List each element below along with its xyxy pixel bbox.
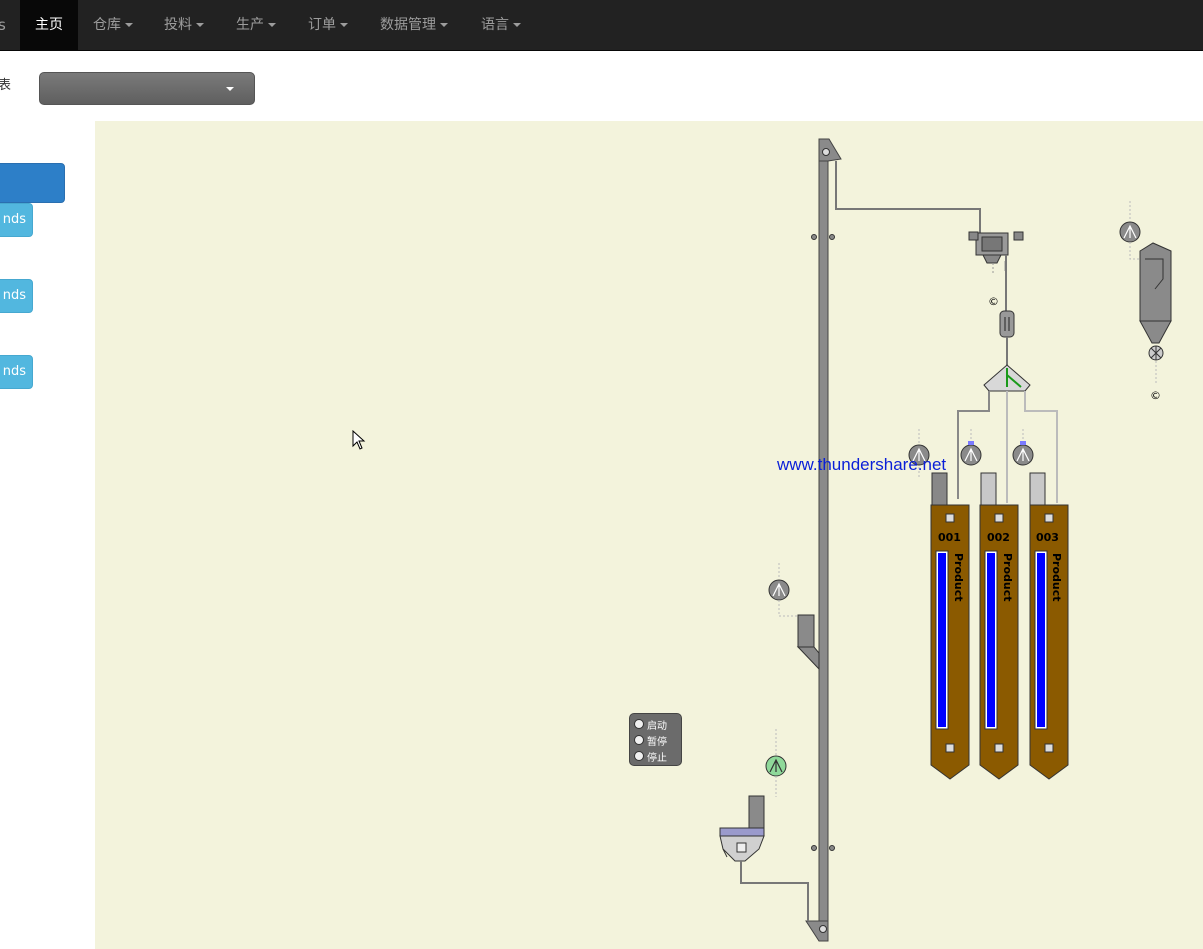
motor-icon[interactable]: [960, 429, 982, 466]
nav-data-management-label: 数据管理: [380, 17, 436, 33]
nav-feeding[interactable]: 投料: [164, 0, 204, 51]
mouse-cursor-icon: [352, 430, 366, 450]
nav-language[interactable]: 语言: [481, 0, 521, 51]
silo-002-level: [987, 553, 995, 727]
caret-down-icon: [340, 23, 348, 27]
silo-002-inlet[interactable]: [980, 472, 997, 506]
sidebar-button-2[interactable]: nds: [0, 279, 33, 313]
caret-down-icon: [513, 23, 521, 27]
silo-002[interactable]: 002 Product: [979, 504, 1019, 780]
pipe-elevator-to-cleaner: [835, 161, 981, 233]
nav-warehouse-label: 仓库: [93, 17, 121, 33]
bucket-elevator[interactable]: [805, 138, 842, 942]
nav-production[interactable]: 生产: [236, 0, 276, 51]
pause-option[interactable]: 暂停: [634, 732, 681, 748]
svg-text:©: ©: [988, 295, 999, 308]
intake-hopper[interactable]: [719, 795, 809, 921]
svg-text:©: ©: [1150, 389, 1161, 402]
motor-running-icon[interactable]: [765, 729, 787, 797]
silo-001[interactable]: 001 Product: [930, 504, 970, 780]
feeder-gate[interactable]: [796, 614, 820, 671]
nav-data-management[interactable]: 数据管理: [380, 0, 448, 51]
silo-003-inlet[interactable]: [1029, 472, 1046, 506]
silo-001-id: 001: [938, 531, 961, 544]
cleaner-unit[interactable]: ©: [968, 231, 1024, 308]
brand-name[interactable]: s: [0, 16, 6, 34]
sidebar-button-1-label: nds: [2, 212, 26, 227]
stop-option[interactable]: 停止: [634, 748, 681, 764]
caret-down-icon: [268, 23, 276, 27]
sidebar-button-3-label: nds: [2, 364, 26, 379]
silo-003[interactable]: 003 Product: [1029, 504, 1069, 780]
silo-003-id: 003: [1036, 531, 1059, 544]
magnet-unit[interactable]: [999, 310, 1015, 338]
sidebar-button-2-label: nds: [2, 288, 26, 303]
nav-feeding-label: 投料: [164, 17, 192, 33]
silo-002-id: 002: [987, 531, 1010, 544]
nav-production-label: 生产: [236, 17, 264, 33]
start-option[interactable]: 启动: [634, 716, 681, 732]
silo-001-level: [938, 553, 946, 727]
nav-warehouse[interactable]: 仓库: [93, 0, 133, 51]
chevron-down-icon: [226, 87, 234, 91]
motor-icon[interactable]: [908, 429, 930, 477]
watermark-text: www.thundershare.net: [777, 455, 947, 474]
control-panel: 启动 暂停 停止: [629, 713, 682, 766]
nav-home[interactable]: 主页: [20, 0, 78, 51]
nav-orders-label: 订单: [308, 17, 336, 33]
nav-orders[interactable]: 订单: [308, 0, 348, 51]
dust-collector[interactable]: ©: [1119, 201, 1172, 402]
toolbar-label: 表: [0, 78, 12, 93]
process-svg: ©: [719, 138, 1172, 942]
nav-language-label: 语言: [481, 17, 509, 33]
caret-down-icon: [440, 23, 448, 27]
silo-001-product: Product: [952, 553, 965, 602]
caret-down-icon: [125, 23, 133, 27]
sidebar-button-3[interactable]: nds: [0, 355, 33, 389]
motor-icon[interactable]: [768, 563, 797, 617]
start-label: 启动: [647, 720, 667, 732]
pause-label: 暂停: [647, 736, 667, 748]
motor-icon[interactable]: [1012, 429, 1034, 466]
radio-icon[interactable]: [634, 719, 644, 729]
stop-label: 停止: [647, 752, 667, 764]
process-diagram: ©: [95, 121, 1203, 949]
top-navbar: s 主页 仓库 投料 生产 订单 数据管理 语言: [0, 0, 1203, 51]
silo-002-product: Product: [1001, 553, 1014, 602]
sidebar-button-1[interactable]: nds: [0, 203, 33, 237]
distributor[interactable]: [983, 364, 1031, 392]
silo-001-inlet[interactable]: [931, 472, 948, 506]
line-select[interactable]: [39, 72, 255, 105]
caret-down-icon: [196, 23, 204, 27]
nav-home-label: 主页: [35, 17, 63, 33]
radio-icon[interactable]: [634, 751, 644, 761]
silo-003-level: [1037, 553, 1045, 727]
silo-003-product: Product: [1050, 553, 1063, 602]
radio-icon[interactable]: [634, 735, 644, 745]
sidebar-primary-button[interactable]: [0, 163, 65, 203]
